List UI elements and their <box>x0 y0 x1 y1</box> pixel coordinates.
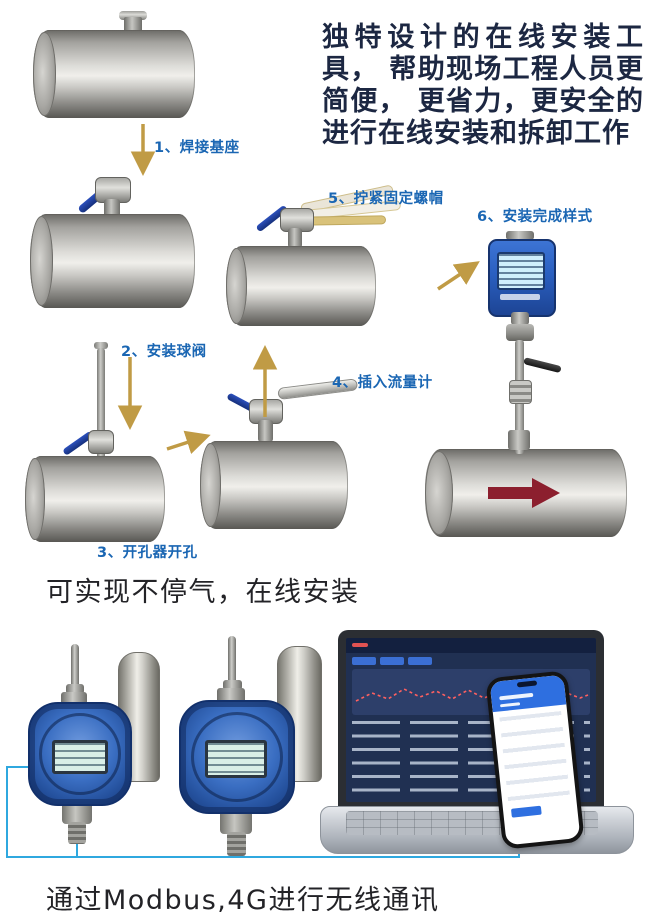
installation-steps-illustration: 独特设计的在线安装工具， 帮助现场工程人员更简便， 更省力，更安全的进行在线安装… <box>25 11 644 561</box>
wire-left-vertical <box>6 766 8 858</box>
drill-tip <box>94 342 108 349</box>
valve-stem-step5 <box>288 228 302 248</box>
meter-valve-lever <box>523 357 562 374</box>
pipe-step1 <box>33 30 195 118</box>
weld-base-cap <box>119 11 147 20</box>
dashboard-title-mark <box>352 643 368 647</box>
communication-illustration <box>0 622 650 877</box>
valve-body-step2 <box>95 177 131 203</box>
pipe-step6 <box>425 449 627 537</box>
dashboard-button-2 <box>380 657 404 665</box>
detector1-pipe-stub <box>68 822 86 844</box>
pipe-step3 <box>25 456 165 542</box>
phone-list-rows <box>499 711 571 804</box>
flow-meter-display <box>497 252 545 290</box>
detector2-antenna-collar <box>223 680 242 690</box>
pipe-step5 <box>226 246 376 326</box>
meter-union-nut <box>509 380 532 404</box>
caption-online-install: 可实现不停气，在线安装 <box>46 577 360 608</box>
valve-body-step3 <box>88 430 114 454</box>
wire-detector1-drop <box>76 844 78 858</box>
step-label-2: 2、安装球阀 <box>121 344 207 360</box>
valve-stem-step2 <box>104 199 120 217</box>
dashboard-topbar <box>346 638 596 653</box>
detector2-conduit <box>217 688 245 703</box>
meter-lower-fitting <box>508 430 530 450</box>
intro-text: 独特设计的在线安装工具， 帮助现场工程人员更简便， 更省力，更安全的进行在线安装… <box>322 22 644 149</box>
detector1-antenna-collar <box>66 684 84 694</box>
pipe-step4 <box>200 441 348 529</box>
dashboard-button-3 <box>408 657 432 665</box>
dashboard-button-1 <box>352 657 376 665</box>
flow-meter-label-strip <box>500 294 540 300</box>
detector1-antenna <box>71 644 79 686</box>
wire-bottom-horizontal <box>6 856 520 858</box>
meter-neck <box>511 312 529 325</box>
weld-base-fitting <box>124 17 142 34</box>
dashboard-trend-line <box>355 688 589 702</box>
detector1-lcd <box>52 740 108 774</box>
step-label-1: 1、焊接基座 <box>154 140 240 156</box>
step-label-3: 3、开孔器开孔 <box>97 545 198 561</box>
step-label-4: 4、插入流量计 <box>332 375 433 391</box>
phone-action-button <box>510 805 542 818</box>
step-label-6: 6、安装完成样式 <box>477 209 593 225</box>
drill-rod <box>97 348 105 460</box>
wire-detector1-left <box>6 766 32 768</box>
detector2-lcd <box>205 740 267 778</box>
detector1-body <box>28 702 132 806</box>
caption-communication: 通过Modbus,4G进行无线通讯 <box>46 885 440 916</box>
meter-hex-nut <box>506 324 534 341</box>
valve-stem-step4 <box>258 420 273 442</box>
step-label-5: 5、拧紧固定螺帽 <box>328 191 444 207</box>
meter-top-cap <box>506 231 534 240</box>
pipe-step2 <box>30 214 195 308</box>
detector2-pipe-stub <box>227 832 246 856</box>
detector2-antenna <box>228 636 236 682</box>
